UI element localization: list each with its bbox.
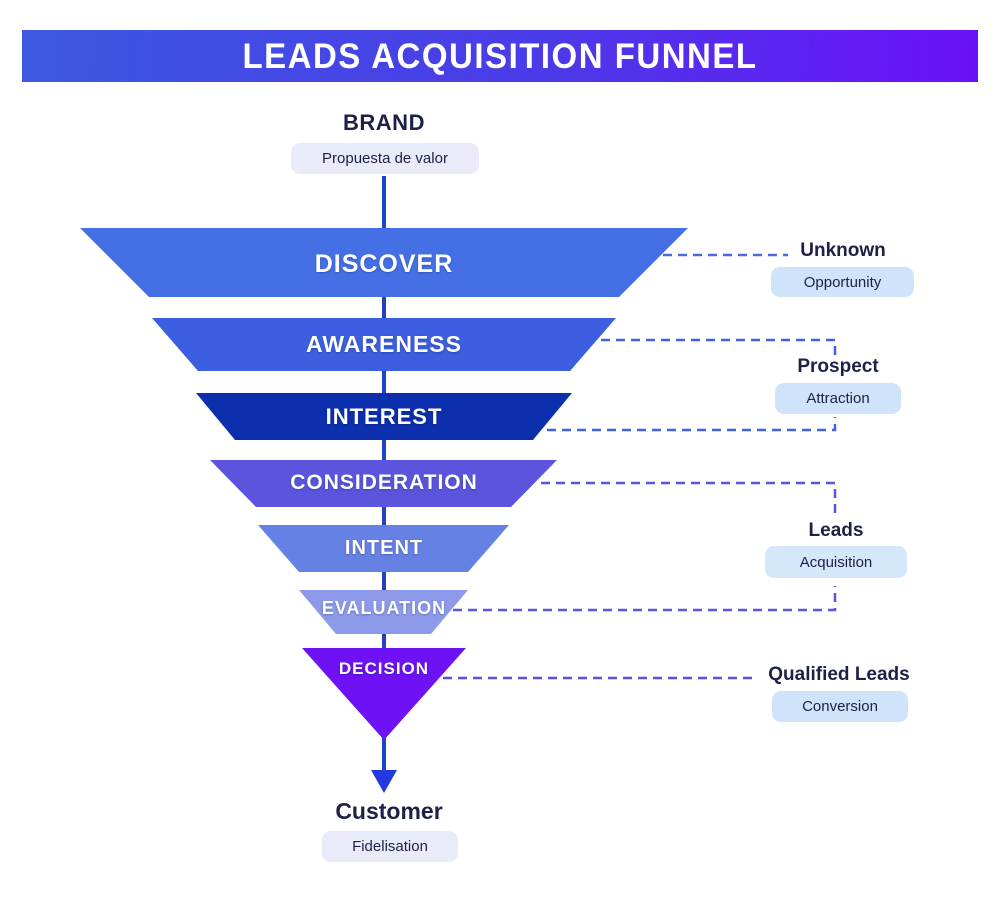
- funnel-stage-intent: [258, 525, 509, 572]
- stage-label-decision: DECISION: [338, 659, 430, 678]
- page-title: LEADS ACQUISITION FUNNEL: [242, 35, 758, 76]
- funnel-stage-discover: [80, 228, 688, 297]
- funnel-stage-awareness: [152, 318, 616, 371]
- stage-label-intent: INTENT: [344, 537, 424, 559]
- annotation-title-prospect: Prospect: [797, 356, 879, 377]
- annotation-title-qualified-leads: Qualified Leads: [768, 664, 910, 685]
- axis-arrowhead: [371, 770, 397, 793]
- connector-evaluation-leads: [453, 586, 837, 612]
- funnel-stage-consideration: [210, 460, 557, 507]
- brand-tag-pill: Propuesta de valor: [291, 143, 479, 174]
- connector-awareness-prospect: [601, 338, 837, 355]
- annotation-tag-conversion: Conversion: [772, 691, 908, 722]
- stage-label-evaluation: EVALUATION: [321, 598, 447, 618]
- connector-consideration-leads: [541, 481, 837, 513]
- funnel-stage-decision: [302, 648, 466, 740]
- funnel-stage-interest: [196, 393, 572, 440]
- annotation-title-leads: Leads: [808, 520, 864, 541]
- header-banner: LEADS ACQUISITION FUNNEL: [22, 30, 978, 82]
- customer-tag-pill: Fidelisation: [322, 831, 458, 862]
- customer-title: Customer: [335, 798, 443, 824]
- annotation-tag-opportunity: Opportunity: [771, 267, 914, 297]
- connector-interest-prospect: [547, 417, 837, 432]
- stage-label-consideration: CONSIDERATION: [290, 471, 478, 494]
- stage-label-discover: DISCOVER: [314, 250, 454, 278]
- annotation-tag-attraction: Attraction: [775, 383, 901, 414]
- stage-label-awareness: AWARENESS: [306, 331, 462, 357]
- annotation-title-unknown: Unknown: [800, 240, 886, 261]
- funnel-stage-evaluation: [299, 590, 468, 634]
- brand-title: BRAND: [343, 110, 425, 135]
- stage-label-interest: INTEREST: [325, 404, 443, 429]
- annotation-tag-acquisition: Acquisition: [765, 546, 907, 578]
